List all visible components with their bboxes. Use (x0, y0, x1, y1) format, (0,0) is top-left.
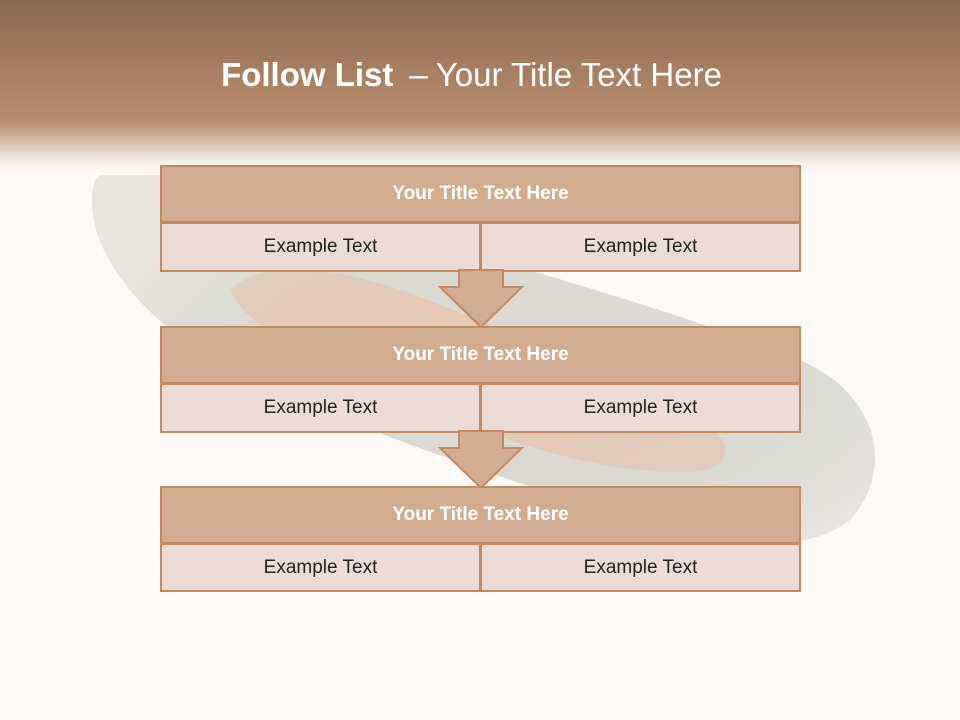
title-bold: Follow List (221, 56, 394, 93)
title-separator: – (409, 56, 428, 93)
down-arrow-icon (438, 269, 524, 329)
step-box-2: Your Title Text Here Example Text Exampl… (160, 326, 801, 433)
step-title: Your Title Text Here (160, 326, 801, 384)
step-cell-right: Example Text (480, 543, 801, 592)
step-box-3: Your Title Text Here Example Text Exampl… (160, 486, 801, 593)
step-cell-right: Example Text (480, 383, 801, 433)
step-title: Your Title Text Here (160, 486, 801, 544)
step-box-1: Your Title Text Here Example Text Exampl… (160, 165, 801, 272)
step-cell-left: Example Text (160, 543, 481, 592)
step-title: Your Title Text Here (160, 165, 801, 223)
title-rest: Your Title Text Here (435, 56, 722, 93)
step-cell-left: Example Text (160, 383, 481, 433)
page-title: Follow List–Your Title Text Here (0, 52, 943, 98)
header-band (0, 0, 960, 175)
down-arrow-icon (438, 430, 524, 490)
step-cell-right: Example Text (480, 222, 801, 272)
step-cell-left: Example Text (160, 222, 481, 272)
